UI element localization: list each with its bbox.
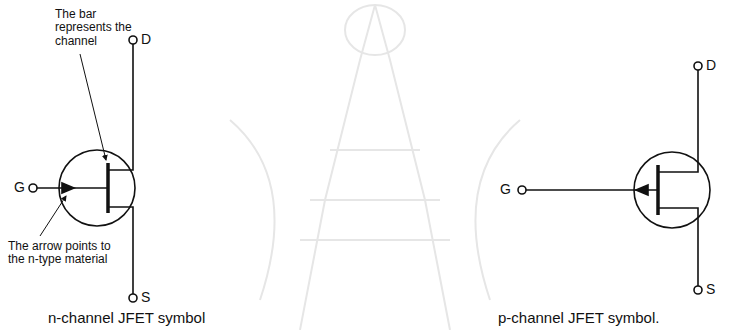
p-channel-jfet-symbol [518, 62, 710, 294]
leader-lines [40, 54, 106, 236]
caption: n-channel JFET symbol [48, 310, 205, 327]
callout-note: The arrow points to the n-type material [8, 240, 130, 267]
caption: p-channel JFET symbol. [498, 310, 659, 327]
pin-name: S [141, 290, 150, 306]
callout-note: The bar represents the channel [55, 8, 150, 48]
watermark-emblem [230, 5, 520, 330]
pin-name: S [706, 282, 715, 298]
pin-name: D [706, 58, 716, 74]
pin-name: G [500, 182, 511, 198]
pin-name: G [14, 180, 25, 196]
pin-name: D [141, 32, 151, 48]
